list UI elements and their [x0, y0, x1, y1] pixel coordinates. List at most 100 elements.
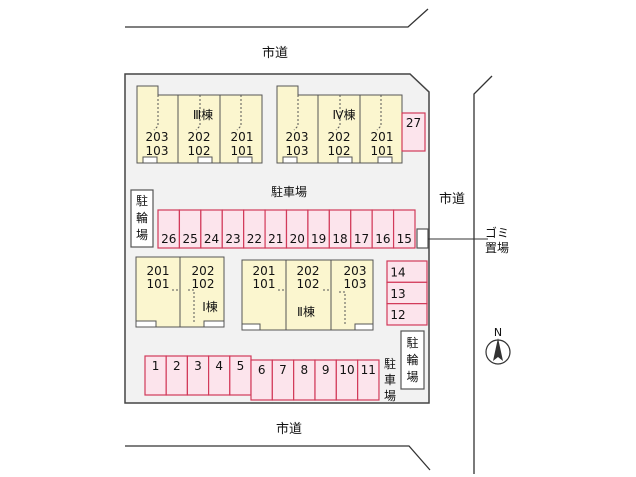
building-2-name: Ⅱ棟	[297, 304, 315, 319]
parking-space-13: 13	[386, 281, 428, 305]
parking-column-right: 14 13 12	[386, 260, 428, 326]
parking-space-2: 2	[165, 355, 188, 396]
parking-space-8: 8	[293, 359, 316, 401]
b3-unit-3-lower: 101	[231, 144, 254, 158]
road-label-bottom: 市道	[276, 421, 302, 437]
garbage-label-line-2: 置場	[485, 241, 509, 255]
b3-unit-1-upper: 203	[146, 130, 169, 144]
svg-text:車: 車	[384, 373, 396, 387]
b1-unit-2-upper: 202	[192, 264, 215, 278]
parking-space-18-number: 18	[332, 232, 347, 246]
b4-unit-3-upper: 201	[371, 130, 394, 144]
parking-space-26: 26	[157, 209, 181, 249]
svg-text:場: 場	[384, 389, 396, 403]
b2-unit-3-upper: 203	[344, 264, 367, 278]
road-label-right: 市道	[439, 191, 465, 207]
parking-space-19: 19	[307, 209, 330, 249]
b4-unit-1-upper: 203	[286, 130, 309, 144]
b2-unit-1-upper: 201	[253, 264, 276, 278]
parking-space-25-number: 25	[182, 232, 197, 246]
parking-space-4: 4	[208, 355, 231, 396]
b2-unit-1-lower: 101	[253, 277, 276, 291]
parking-space-6: 6	[250, 359, 273, 401]
building-3-name: Ⅲ棟	[193, 107, 213, 122]
building-1: 201 101 202 102 Ⅰ棟	[135, 256, 225, 328]
north-arrow-icon: N	[485, 326, 511, 365]
parking-space-14-number: 14	[390, 266, 405, 280]
main-parking-label: 駐車場	[271, 184, 307, 199]
parking-space-5-number: 5	[237, 359, 245, 373]
b2-unit-3-lower: 103	[344, 277, 367, 291]
parking-space-6-number: 6	[258, 363, 266, 377]
b4-unit-3-lower: 101	[371, 144, 394, 158]
parking-space-12: 12	[386, 303, 428, 326]
parking-space-3: 3	[186, 355, 210, 396]
parking-space-18: 18	[328, 209, 352, 249]
bottom-road-edge	[125, 445, 431, 471]
building-3: Ⅲ棟 203 103 202 102 201 101	[136, 85, 263, 164]
bicycle-parking-left: 駐 輪 場	[130, 189, 154, 248]
b4-unit-2-lower: 102	[328, 144, 351, 158]
parking-space-9: 9	[314, 359, 337, 401]
top-road-edge	[125, 8, 429, 28]
parking-space-27: 27	[401, 112, 426, 152]
b4-unit-1-lower: 103	[286, 144, 309, 158]
parking-space-15: 15	[392, 209, 416, 249]
garbage-label-line-1: ゴミ	[485, 225, 509, 240]
garbage-station: ゴミ 置場	[416, 225, 509, 255]
parking-space-17-number: 17	[354, 232, 369, 246]
building-1-name: Ⅰ棟	[202, 299, 218, 314]
parking-space-7-number: 7	[279, 363, 287, 377]
svg-text:輪: 輪	[406, 352, 418, 367]
b3-unit-3-upper: 201	[231, 130, 254, 144]
right-road-edge	[473, 75, 493, 474]
b1-unit-1-lower: 101	[147, 277, 170, 291]
building-2: 201 101 202 102 203 103 Ⅱ棟	[241, 259, 374, 331]
parking-space-12-number: 12	[390, 308, 405, 322]
parking-label-vertical: 駐 車 場	[384, 356, 396, 403]
b1-unit-2-lower: 102	[192, 277, 215, 291]
b1-unit-1-upper: 201	[147, 264, 170, 278]
b2-unit-2-upper: 202	[297, 264, 320, 278]
svg-text:駐: 駐	[406, 335, 418, 350]
parking-space-25: 25	[178, 209, 202, 249]
b3-unit-2-upper: 202	[188, 130, 211, 144]
road-label-top: 市道	[262, 45, 288, 61]
parking-space-10: 10	[335, 359, 359, 401]
north-label: N	[494, 326, 502, 339]
parking-space-1: 1	[144, 355, 167, 396]
building-4: Ⅳ棟 203 103 202 102 201 101	[276, 85, 403, 164]
parking-space-26-number: 26	[161, 232, 176, 246]
parking-space-8-number: 8	[301, 363, 309, 377]
parking-space-24: 24	[200, 209, 223, 249]
svg-text:輪: 輪	[136, 210, 148, 225]
parking-space-15-number: 15	[397, 232, 412, 246]
parking-space-24-number: 24	[204, 232, 219, 246]
b2-unit-2-lower: 102	[297, 277, 320, 291]
parking-space-20-number: 20	[290, 232, 305, 246]
b4-unit-2-upper: 202	[328, 130, 351, 144]
parking-space-23: 23	[221, 209, 245, 249]
parking-space-16-number: 16	[375, 232, 390, 246]
bicycle-parking-right: 駐 輪 場	[400, 330, 425, 390]
b3-unit-2-lower: 102	[188, 144, 211, 158]
parking-space-17: 17	[350, 209, 373, 249]
parking-space-16: 16	[371, 209, 395, 249]
parking-space-11: 11	[357, 359, 380, 401]
svg-text:駐: 駐	[136, 193, 148, 208]
parking-space-5: 5	[229, 355, 252, 396]
parking-space-2-number: 2	[173, 359, 181, 373]
parking-space-23-number: 23	[225, 232, 240, 246]
building-4-name: Ⅳ棟	[332, 107, 355, 122]
parking-space-10-number: 10	[339, 363, 354, 377]
parking-space-21-number: 21	[268, 232, 283, 246]
parking-space-13-number: 13	[390, 287, 405, 301]
parking-space-19-number: 19	[311, 232, 326, 246]
svg-text:場: 場	[406, 370, 418, 384]
parking-space-4-number: 4	[215, 359, 223, 373]
parking-space-9-number: 9	[322, 363, 330, 377]
svg-text:27: 27	[406, 116, 421, 130]
